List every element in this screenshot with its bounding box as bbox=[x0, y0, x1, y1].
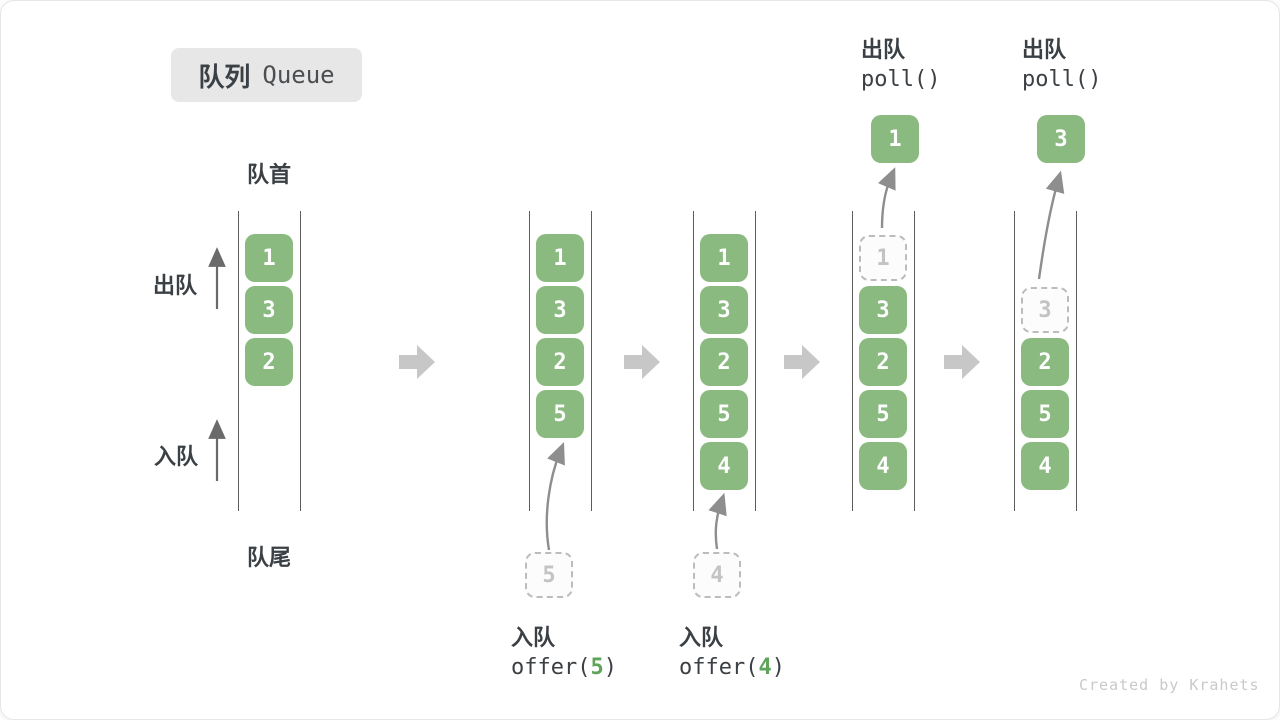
queue-item: 2 bbox=[245, 338, 293, 386]
watermark: Created by Krahets bbox=[1079, 676, 1260, 694]
queue-item: 3 bbox=[700, 286, 748, 334]
queue-rail bbox=[1076, 211, 1077, 511]
code-text: ) bbox=[771, 655, 785, 680]
diagram-title-zh: 队列 bbox=[198, 61, 251, 92]
queue-item: 5 bbox=[859, 390, 907, 438]
dequeue-side-label: 出队 bbox=[153, 273, 198, 298]
dequeue-op-label: 出队 bbox=[1022, 37, 1067, 62]
queue-tail-label: 队尾 bbox=[246, 545, 291, 570]
enqueue-op-label: 入队 bbox=[511, 625, 556, 650]
queue-item: 5 bbox=[700, 390, 748, 438]
enqueue-side-label: 入队 bbox=[154, 444, 199, 469]
queue-rail bbox=[693, 211, 694, 511]
enqueue-op-code: offer(4) bbox=[679, 655, 785, 680]
enqueue-op-label: 入队 bbox=[679, 625, 724, 650]
pending-item: 4 bbox=[693, 552, 741, 598]
removed-item: 1 bbox=[859, 235, 907, 281]
queue-rail bbox=[914, 211, 915, 511]
queue-item: 3 bbox=[859, 286, 907, 334]
polled-item: 1 bbox=[871, 115, 919, 163]
queue-item: 1 bbox=[700, 234, 748, 282]
queue-rail bbox=[1014, 211, 1015, 511]
queue-rail bbox=[755, 211, 756, 511]
polled-item: 3 bbox=[1037, 115, 1085, 163]
queue-item: 4 bbox=[859, 442, 907, 490]
queue-item: 3 bbox=[536, 286, 584, 334]
queue-item: 2 bbox=[700, 338, 748, 386]
queue-item: 4 bbox=[1021, 442, 1069, 490]
code-arg: 5 bbox=[590, 655, 604, 680]
queue-item: 1 bbox=[536, 234, 584, 282]
queue-rail bbox=[852, 211, 853, 511]
queue-item: 2 bbox=[536, 338, 584, 386]
enqueue-op-code: offer(5) bbox=[511, 655, 617, 680]
dequeue-op-code: poll() bbox=[861, 67, 941, 92]
code-text: ) bbox=[603, 655, 617, 680]
queue-rail bbox=[591, 211, 592, 511]
queue-item: 5 bbox=[1021, 390, 1069, 438]
removed-item: 3 bbox=[1021, 287, 1069, 333]
diagram-title-en: Queue bbox=[262, 61, 335, 89]
code-text: offer( bbox=[679, 655, 759, 680]
diagram-title-box: 队列 Queue bbox=[171, 48, 362, 102]
queue-item: 5 bbox=[536, 390, 584, 438]
queue-item: 3 bbox=[245, 286, 293, 334]
queue-head-label: 队首 bbox=[246, 162, 291, 187]
queue-item: 2 bbox=[1021, 338, 1069, 386]
queue-rail bbox=[300, 211, 301, 511]
queue-item: 4 bbox=[700, 442, 748, 490]
code-arg: 4 bbox=[758, 655, 772, 680]
queue-item: 2 bbox=[859, 338, 907, 386]
pending-item: 5 bbox=[525, 552, 573, 598]
dequeue-op-label: 出队 bbox=[861, 37, 906, 62]
code-text: offer( bbox=[511, 655, 591, 680]
queue-rail bbox=[529, 211, 530, 511]
operation-arrow bbox=[545, 167, 1065, 551]
dequeue-op-code: poll() bbox=[1022, 67, 1102, 92]
queue-rail bbox=[238, 211, 239, 511]
queue-item: 1 bbox=[245, 234, 293, 282]
